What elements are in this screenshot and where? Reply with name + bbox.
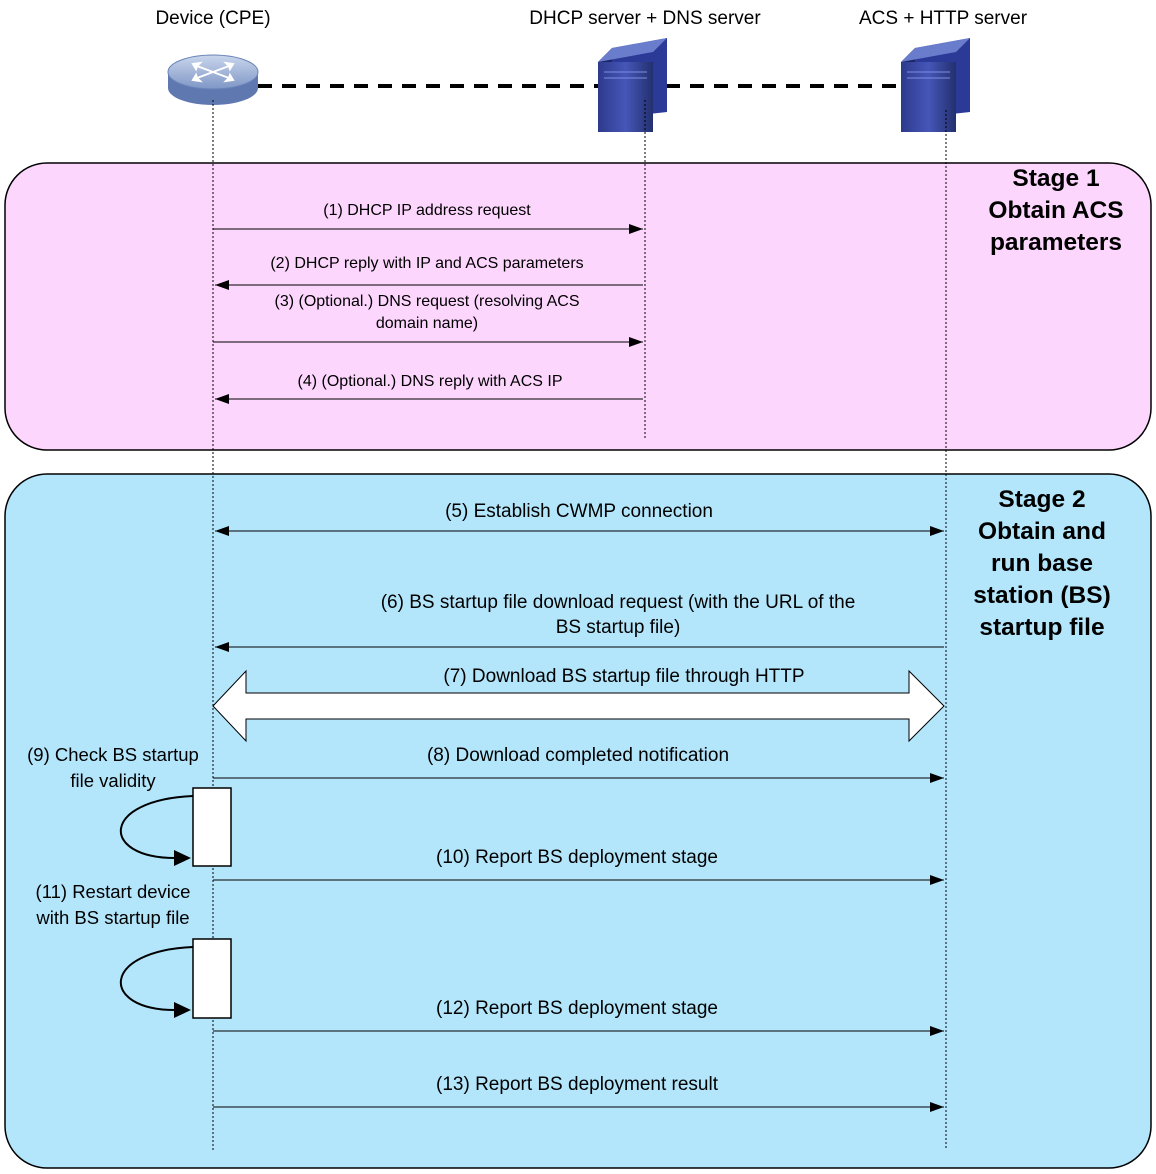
stage2-title-line: station (BS) <box>973 582 1110 609</box>
stage2-box <box>4 473 1152 1169</box>
message-12-label: (12) Report BS deployment stage <box>436 998 718 1019</box>
message-5-label: (5) Establish CWMP connection <box>445 501 713 522</box>
participant-dhcp-dns-label: DHCP server + DNS server <box>529 8 761 29</box>
message-9-label: (9) Check BS startup <box>27 744 199 765</box>
activation-box-11 <box>192 938 232 1019</box>
message-3-label-cont: domain name) <box>376 315 478 332</box>
stage1-title-line: parameters <box>990 229 1122 256</box>
message-1-label: (1) DHCP IP address request <box>323 202 531 219</box>
self-loop-11-head <box>174 1002 191 1018</box>
server-icon-acs-http <box>901 38 970 132</box>
message-11-label: (11) Restart device <box>36 881 191 902</box>
message-2-label: (2) DHCP reply with IP and ACS parameter… <box>270 255 583 272</box>
router-icon <box>167 54 259 105</box>
message-6-label-cont: BS startup file) <box>556 617 681 638</box>
stage1-title-line: Stage 1 <box>1012 165 1099 192</box>
stage2-title-line: Stage 2 <box>998 486 1085 513</box>
stage2-title-line: Obtain and <box>978 518 1106 545</box>
stage2-title: Stage 2 Obtain and run base station (BS)… <box>973 486 1110 641</box>
message-9-label-cont: file validity <box>70 770 156 791</box>
stage1-box <box>4 162 1152 451</box>
participant-acs-http-label: ACS + HTTP server <box>859 8 1028 29</box>
stage2-title-line: run base <box>991 550 1093 577</box>
message-10-label: (10) Report BS deployment stage <box>436 847 718 868</box>
server-icon-dhcp-dns <box>598 38 667 132</box>
message-13-label: (13) Report BS deployment result <box>436 1074 719 1095</box>
message-11-label-cont: with BS startup file <box>35 907 189 928</box>
activation-box-9 <box>192 787 232 867</box>
stage2-title-line: startup file <box>979 614 1104 641</box>
stage1-title: Stage 1 Obtain ACS parameters <box>988 165 1123 256</box>
self-loop-9 <box>120 795 194 859</box>
participant-device-label: Device (CPE) <box>155 8 270 29</box>
message-8-label: (8) Download completed notification <box>427 745 729 766</box>
message-7-arrow <box>212 669 945 743</box>
stage1-title-line: Obtain ACS <box>988 197 1123 224</box>
self-loop-11 <box>120 946 194 1011</box>
message-4-label: (4) (Optional.) DNS reply with ACS IP <box>298 373 563 390</box>
message-6-label: (6) BS startup file download request (wi… <box>381 592 856 613</box>
message-7-label: (7) Download BS startup file through HTT… <box>443 666 804 687</box>
self-loop-9-head <box>174 850 191 866</box>
message-3-label: (3) (Optional.) DNS request (resolving A… <box>275 293 580 310</box>
